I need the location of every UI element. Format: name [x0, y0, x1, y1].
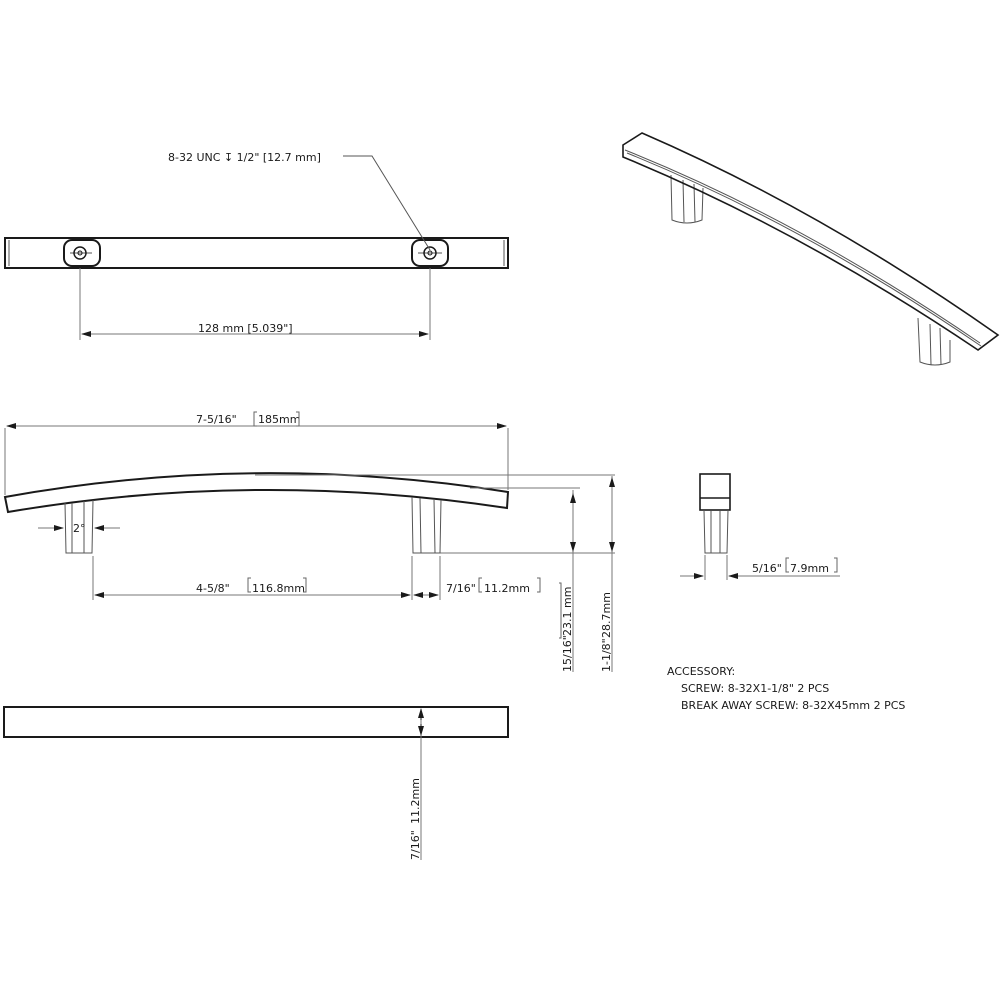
- svg-text:15/16": 15/16": [561, 635, 574, 672]
- front-post-right: [411, 496, 442, 554]
- hole-spacing-dimension: 128 mm [5.039"]: [198, 322, 293, 335]
- accessory-item-screw: SCREW: 8-32X1-1/8" 2 PCS: [681, 682, 829, 695]
- accessory-note: ACCESSORY: SCREW: 8-32X1-1/8" 2 PCS BREA…: [667, 665, 905, 712]
- front-post-left: [64, 499, 94, 554]
- accessory-item-break-away-screw: BREAK AWAY SCREW: 8-32X45mm 2 PCS: [681, 699, 905, 712]
- front-view: 7-5/16" 185mm 2° 4-5/8": [3, 411, 615, 672]
- side-view-bar-end: [699, 473, 731, 511]
- iso-post-right: [917, 317, 951, 366]
- svg-text:28.7mm: 28.7mm: [600, 592, 613, 638]
- inner-span-inch: 4-5/8": [196, 582, 230, 595]
- bottom-view-bar: [3, 706, 509, 738]
- mounting-hole-left-icon: [63, 239, 101, 267]
- callout-leader: [343, 155, 431, 251]
- iso-post-left: [670, 174, 704, 224]
- side-view: 5/16" 7.9mm: [680, 473, 840, 580]
- svg-text:7/16": 7/16": [409, 830, 422, 860]
- svg-text:11.2mm: 11.2mm: [409, 778, 422, 824]
- top-view: 8-32 UNC ↧ 1/2" [12.7 mm] 128 mm [5.039"…: [4, 151, 509, 340]
- post-taper-angle: 2°: [73, 522, 86, 535]
- iso-bar: [622, 132, 1000, 351]
- bottom-view: 7/16" 11.2mm: [3, 706, 509, 860]
- inner-span-mm: 116.8mm: [252, 582, 305, 595]
- post-width-mm: 11.2mm: [484, 582, 530, 595]
- svg-text:23.1 mm: 23.1 mm: [561, 587, 574, 636]
- front-view-curved-bar: [3, 472, 510, 514]
- bar-width-dimension: 7/16" 11.2mm: [409, 778, 422, 860]
- overall-length-mm: 185mm: [258, 413, 300, 426]
- post-base-inch: 5/16": [752, 562, 782, 575]
- thread-callout: 8-32 UNC ↧ 1/2" [12.7 mm]: [168, 151, 321, 164]
- svg-text:1-1/8": 1-1/8": [600, 638, 613, 672]
- overall-height-dimension: 1-1/8" 28.7mm: [600, 592, 613, 672]
- projection-dimension: 15/16" 23.1 mm: [559, 582, 574, 672]
- overall-length-inch: 7-5/16": [196, 413, 237, 426]
- isometric-view: [622, 132, 1000, 366]
- top-view-bar: [4, 237, 509, 269]
- accessory-heading: ACCESSORY:: [667, 665, 735, 678]
- post-base-mm: 7.9mm: [790, 562, 829, 575]
- post-width-inch: 7/16": [446, 582, 476, 595]
- mounting-hole-right-icon: [411, 239, 449, 267]
